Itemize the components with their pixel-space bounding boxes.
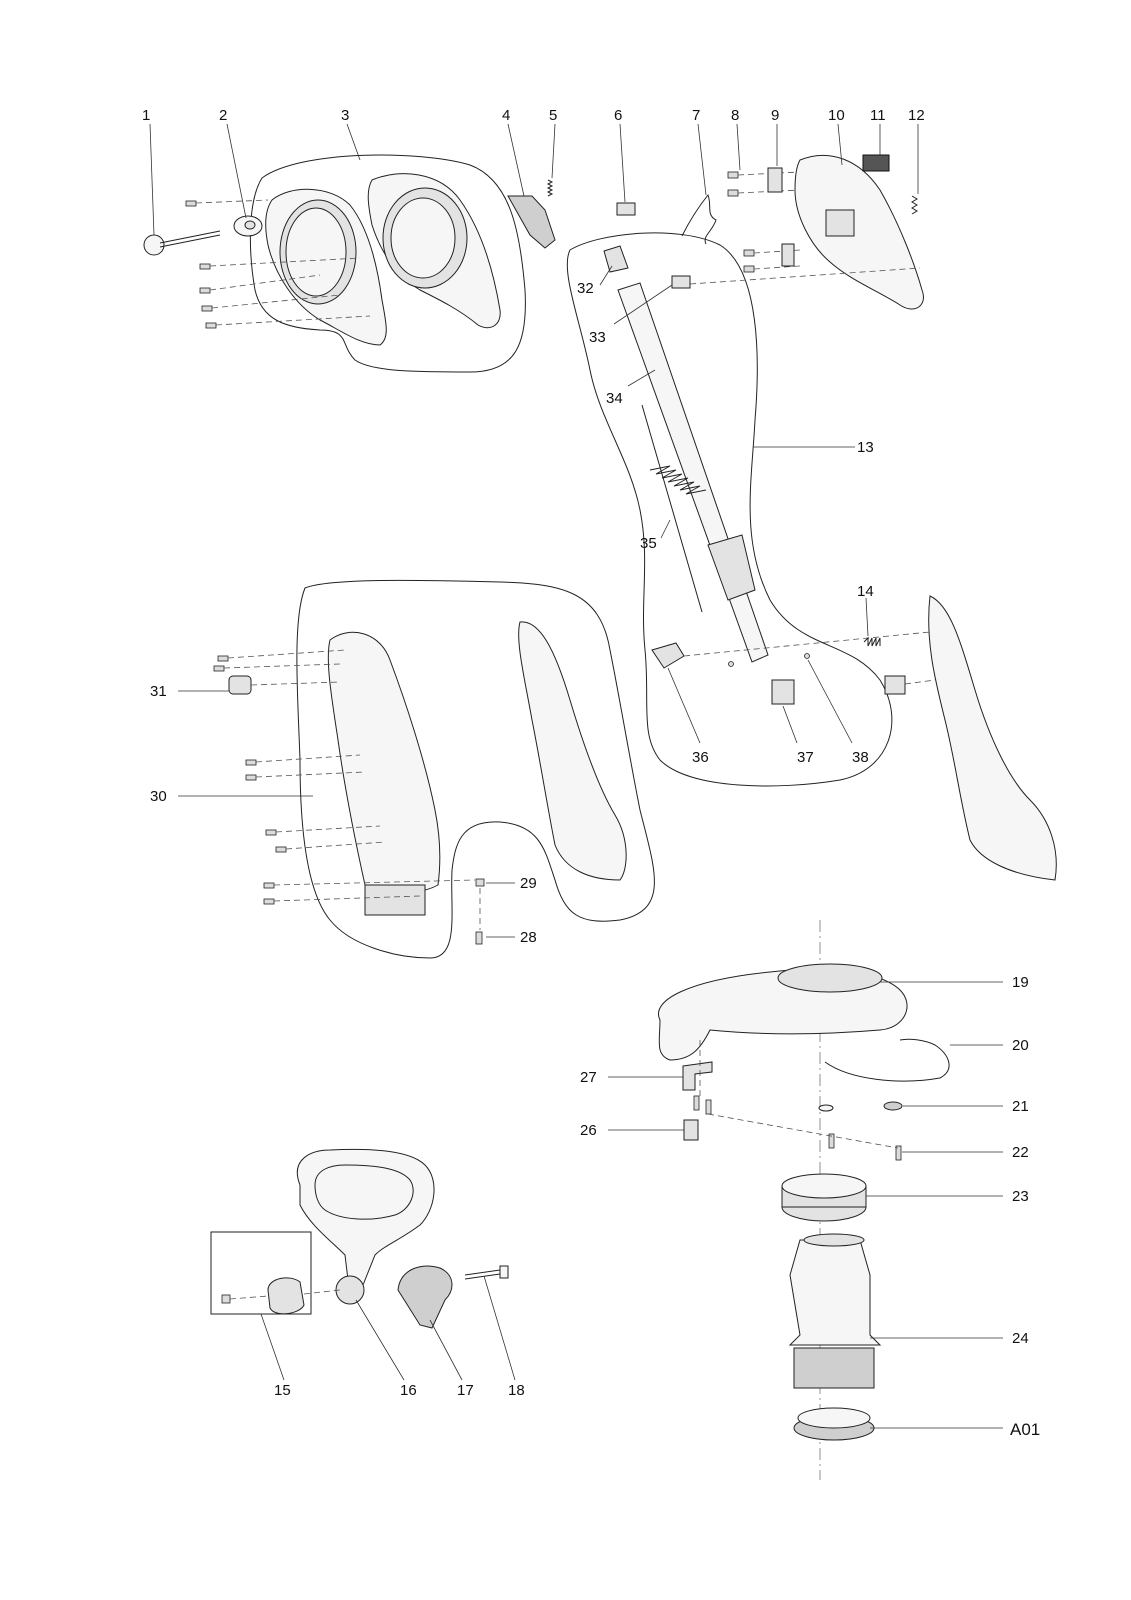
callout-13: 13 (857, 439, 874, 456)
callout-28: 28 (520, 929, 537, 946)
callout-20: 20 (1012, 1037, 1029, 1054)
callout-38: 38 (852, 749, 869, 766)
part-30-right-handle-housing (518, 621, 627, 881)
callout-27: 27 (580, 1069, 597, 1086)
part-15-knob-nut (221, 1277, 341, 1315)
dash-33-to-10 (689, 267, 921, 285)
callout-31: 31 (150, 683, 167, 700)
part-9-bracket (767, 167, 795, 267)
callout-22: 22 (1012, 1144, 1029, 1161)
part-17-clamp (397, 1265, 453, 1329)
part-21-washer (818, 1101, 903, 1112)
part-12-spring (911, 195, 918, 215)
callout-24: 24 (1012, 1330, 1029, 1347)
dash-36-to-right (683, 631, 931, 657)
part-16-aux-handle (296, 1148, 435, 1305)
part-28-screw (475, 888, 483, 945)
callout-1: 1 (142, 107, 150, 124)
callout-34: 34 (606, 390, 623, 407)
part-38-pin (728, 653, 810, 667)
part-29-nut (475, 878, 485, 887)
group-outline-30 (296, 579, 655, 959)
part-11-switch-button (862, 154, 890, 172)
callout-11: 11 (870, 107, 886, 124)
part-18-bolt (464, 1265, 509, 1280)
part-33-clip (671, 275, 691, 289)
callout-19: 19 (1012, 974, 1029, 991)
screws-group-3 (185, 199, 371, 329)
callout-16: 16 (400, 1382, 417, 1399)
right-long-housing (884, 595, 1057, 881)
callout-36: 36 (692, 749, 709, 766)
callout-30: 30 (150, 788, 167, 805)
part-10-right-housing (794, 154, 924, 310)
callout-12: 12 (908, 107, 925, 124)
callout-4: 4 (502, 107, 510, 124)
part-31-plug (228, 675, 252, 695)
callout-29: 29 (520, 875, 537, 892)
part-30-left-handle-housing (327, 631, 441, 916)
part-4-trigger (507, 195, 556, 249)
callout-9: 9 (771, 107, 779, 124)
group-outline-3 (249, 154, 526, 373)
part-1-knob (143, 230, 221, 256)
callout-35: 35 (640, 535, 657, 552)
callout-26: 26 (580, 1122, 597, 1139)
part-32-sleeve (603, 245, 629, 273)
callout-3: 3 (341, 107, 349, 124)
part-19-guard (658, 963, 908, 1061)
part-24-motor (788, 1233, 882, 1389)
part-23-cap (781, 1173, 867, 1222)
part-35-spring-cable (641, 404, 707, 613)
callout-8: 8 (731, 107, 739, 124)
callout-7: 7 (692, 107, 700, 124)
part-14-spring (863, 636, 881, 647)
callout-6: 6 (614, 107, 622, 124)
part-22-screws (693, 1040, 902, 1161)
callout-33: 33 (589, 329, 606, 346)
part-20-wire-guard (824, 1038, 950, 1082)
group-outline-13 (566, 232, 893, 787)
callout-23: 23 (1012, 1188, 1029, 1205)
part-3-left-housing (265, 188, 387, 346)
callout-37: 37 (797, 749, 814, 766)
part-5-spring (546, 179, 554, 197)
screws-group-30 (213, 649, 476, 905)
callout-10: 10 (828, 107, 845, 124)
callout-2: 2 (219, 107, 227, 124)
callout-14: 14 (857, 583, 874, 600)
part-6-clip (616, 202, 636, 216)
part-34-tube (617, 282, 769, 663)
callout-a01: A01 (1010, 1420, 1040, 1439)
callout-labels: 1 2 3 4 5 6 7 8 9 10 11 12 13 14 15 16 1… (142, 107, 1040, 1439)
part-37-collar (771, 679, 795, 705)
part-27-bracket (682, 1061, 713, 1091)
callout-5: 5 (549, 107, 557, 124)
dash-nut-right (904, 679, 936, 685)
callout-32: 32 (577, 280, 594, 297)
part-a01-spool (793, 1407, 875, 1441)
callout-21: 21 (1012, 1098, 1029, 1115)
leader-lines (149, 123, 1003, 1429)
part-3-right-housing (367, 173, 501, 329)
part-7-wire (681, 194, 717, 245)
callout-17: 17 (457, 1382, 474, 1399)
callout-15: 15 (274, 1382, 291, 1399)
part-2-bushing (233, 215, 263, 237)
callout-18: 18 (508, 1382, 525, 1399)
part-26-pad (683, 1119, 699, 1141)
part-36-clamp (651, 642, 685, 669)
